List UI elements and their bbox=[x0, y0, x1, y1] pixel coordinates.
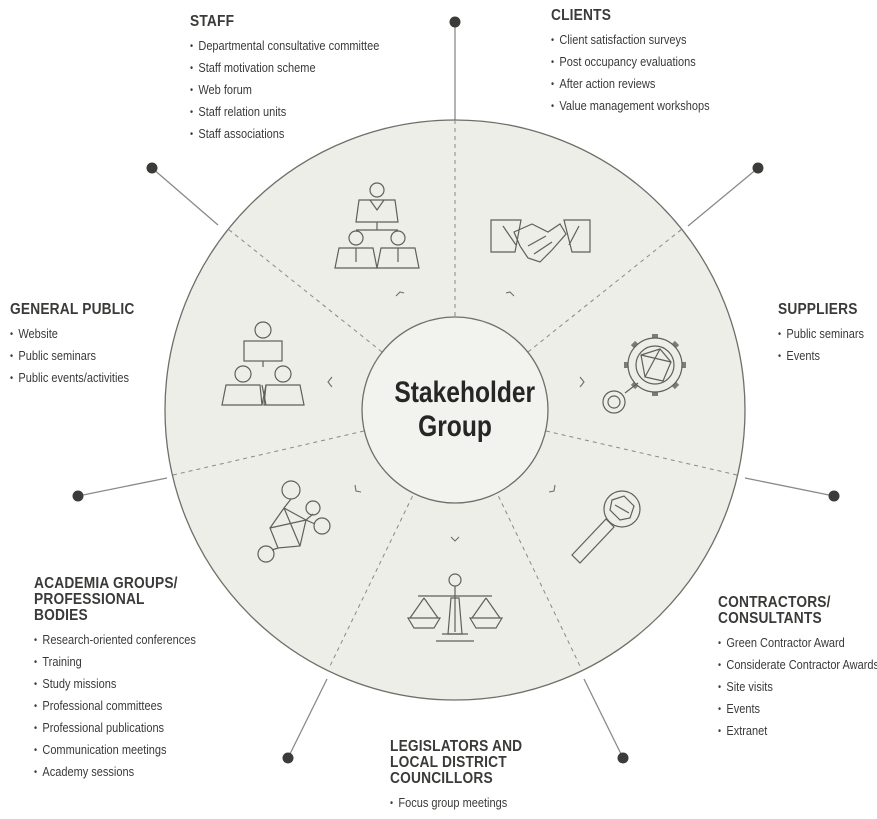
group-title: SUPPLIERS bbox=[778, 302, 862, 318]
list-item: Public events/activities bbox=[10, 368, 137, 390]
title-line: STAFF bbox=[190, 13, 235, 30]
handshake-icon bbox=[490, 219, 591, 263]
list-item: Training bbox=[34, 652, 196, 674]
segment-dividers bbox=[172, 120, 738, 669]
group-title: CONTRACTORS/ CONSULTANTS bbox=[718, 595, 875, 627]
people-hierarchy-icon bbox=[221, 321, 305, 406]
connector-public bbox=[146, 162, 219, 226]
group-items: Public seminars Events bbox=[778, 324, 876, 368]
group-legislators: LEGISLATORS AND LOCAL DISTRICT COUNCILLO… bbox=[390, 739, 544, 815]
group-items: Green Contractor Award Considerate Contr… bbox=[718, 633, 877, 743]
connector-contractors bbox=[744, 477, 840, 502]
connectors bbox=[72, 16, 840, 764]
title-line: GENERAL PUBLIC bbox=[10, 301, 135, 318]
list-item: Academy sessions bbox=[34, 762, 196, 784]
scales-icon bbox=[406, 573, 504, 642]
group-items: Focus group meetings bbox=[390, 793, 544, 815]
group-contractors: CONTRACTORS/ CONSULTANTS Green Contracto… bbox=[718, 595, 877, 743]
group-items: Client satisfaction surveys Post occupan… bbox=[551, 30, 731, 118]
title-line: CONSULTANTS bbox=[718, 610, 822, 627]
group-title: CLIENTS bbox=[551, 8, 706, 24]
list-item: Focus group meetings bbox=[390, 793, 525, 815]
connector-staff bbox=[449, 16, 461, 121]
list-item: Web forum bbox=[190, 80, 379, 102]
title-line: COUNCILLORS bbox=[390, 770, 493, 787]
molecule-icon bbox=[257, 480, 331, 563]
group-general-public: GENERAL PUBLIC Website Public seminars P… bbox=[10, 302, 155, 390]
group-title: LEGISLATORS AND LOCAL DISTRICT COUNCILLO… bbox=[390, 739, 522, 787]
group-suppliers: SUPPLIERS Public seminars Events bbox=[778, 302, 876, 368]
group-items: Research-oriented conferences Training S… bbox=[34, 630, 218, 784]
title-line: LOCAL DISTRICT bbox=[390, 754, 507, 771]
center-circle bbox=[361, 316, 549, 504]
center-title-line2: Group bbox=[418, 410, 492, 443]
list-item: Staff motivation scheme bbox=[190, 58, 379, 80]
list-item: After action reviews bbox=[551, 74, 710, 96]
list-item: Study missions bbox=[34, 674, 196, 696]
group-staff: STAFF Departmental consultative committe… bbox=[190, 14, 405, 146]
list-item: Events bbox=[778, 346, 864, 368]
list-item: Post occupancy evaluations bbox=[551, 52, 710, 74]
list-item: Professional publications bbox=[34, 718, 196, 740]
connector-suppliers bbox=[687, 162, 764, 227]
connector-legislators-right bbox=[583, 678, 629, 764]
staff-hierarchy-icon bbox=[334, 182, 420, 269]
list-item: Staff relation units bbox=[190, 102, 379, 124]
connector-legislators-left bbox=[282, 678, 328, 764]
title-line: CONTRACTORS/ bbox=[718, 594, 831, 611]
list-item: Professional committees bbox=[34, 696, 196, 718]
title-line: CLIENTS bbox=[551, 7, 612, 24]
group-items: Website Public seminars Public events/ac… bbox=[10, 324, 155, 390]
group-items: Departmental consultative committee Staf… bbox=[190, 36, 405, 146]
list-item: Staff associations bbox=[190, 124, 379, 146]
title-line: LEGISLATORS AND bbox=[390, 738, 523, 755]
list-item: Client satisfaction surveys bbox=[551, 30, 710, 52]
title-line: BODIES bbox=[34, 607, 88, 624]
connector-academia bbox=[72, 477, 168, 502]
list-item: Considerate Contractor Awards bbox=[718, 655, 877, 677]
title-line: PROFESSIONAL bbox=[34, 591, 145, 608]
list-item: Communication meetings bbox=[34, 740, 196, 762]
group-title: GENERAL PUBLIC bbox=[10, 302, 134, 318]
segment-chevrons bbox=[327, 291, 585, 542]
gear-icon bbox=[602, 334, 686, 414]
list-item: Extranet bbox=[718, 721, 877, 743]
wrench-icon bbox=[571, 490, 641, 564]
list-item: Green Contractor Award bbox=[718, 633, 877, 655]
center-title-line1: Stakeholder bbox=[394, 376, 536, 409]
list-item: Site visits bbox=[718, 677, 877, 699]
list-item: Value management workshops bbox=[551, 96, 709, 118]
list-item: Public seminars bbox=[10, 346, 137, 368]
group-title: STAFF bbox=[190, 14, 375, 30]
group-clients: CLIENTS Client satisfaction surveys Post… bbox=[551, 8, 731, 118]
list-item: Website bbox=[10, 324, 137, 346]
title-line: ACADEMIA GROUPS/ bbox=[34, 575, 178, 592]
list-item: Events bbox=[718, 699, 877, 721]
list-item: Research-oriented conferences bbox=[34, 630, 195, 652]
group-title: ACADEMIA GROUPS/ PROFESSIONAL BODIES bbox=[34, 576, 192, 624]
title-line: SUPPLIERS bbox=[778, 301, 858, 318]
group-academia: ACADEMIA GROUPS/ PROFESSIONAL BODIES Res… bbox=[34, 576, 218, 784]
list-item: Departmental consultative committee bbox=[190, 36, 379, 58]
list-item: Public seminars bbox=[778, 324, 864, 346]
center-title: Stakeholder Group bbox=[394, 376, 536, 444]
